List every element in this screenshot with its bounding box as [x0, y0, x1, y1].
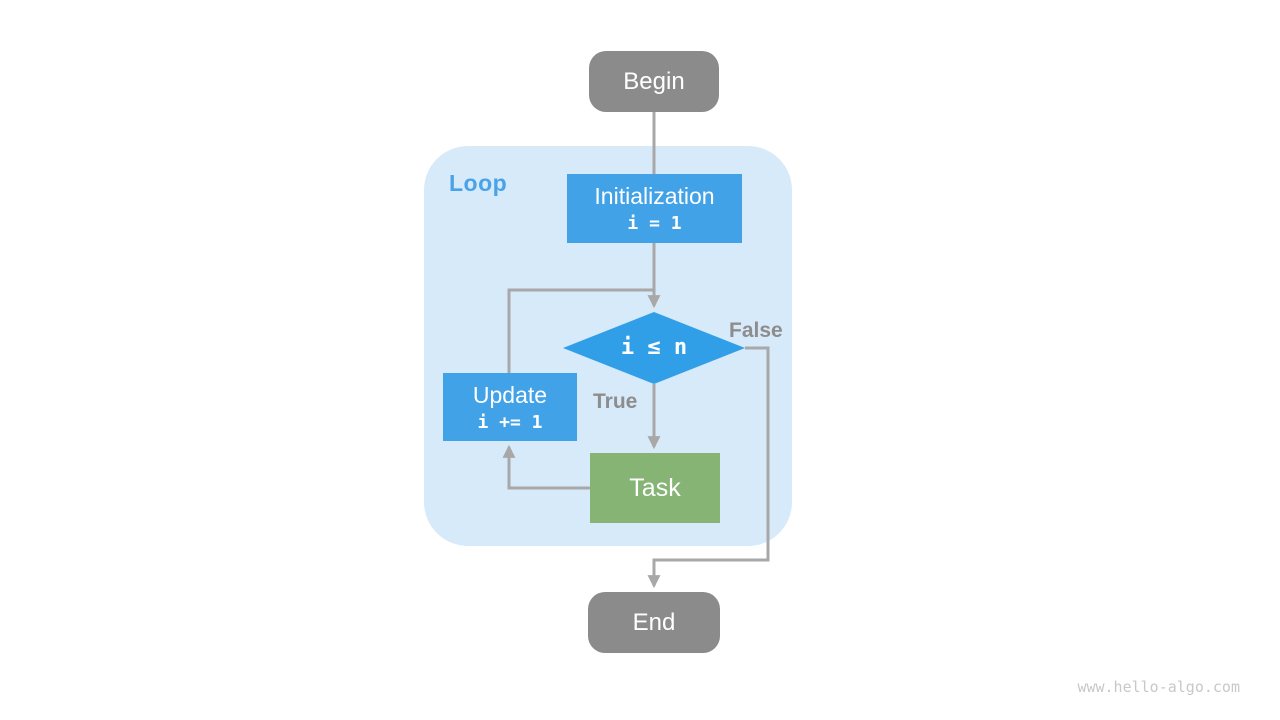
node-task-label: Task — [629, 473, 681, 502]
node-end: End — [588, 592, 720, 653]
node-initialization-code: i = 1 — [627, 213, 682, 234]
node-condition-label: i ≤ n — [620, 335, 688, 360]
branch-label-true: True — [593, 390, 638, 413]
node-end-label: End — [632, 608, 676, 636]
branch-label-false: False — [729, 319, 783, 342]
watermark: www.hello-algo.com — [1077, 678, 1240, 696]
loop-label: Loop — [449, 170, 508, 196]
node-update-code: i += 1 — [477, 411, 543, 433]
node-initialization: Initialization i = 1 — [567, 174, 742, 243]
node-update-title: Update — [472, 381, 548, 408]
node-update: Update i += 1 — [443, 373, 577, 441]
node-begin: Begin — [589, 51, 719, 112]
node-begin-label: Begin — [623, 67, 685, 95]
node-initialization-title: Initialization — [594, 183, 715, 209]
node-task: Task — [590, 453, 720, 523]
